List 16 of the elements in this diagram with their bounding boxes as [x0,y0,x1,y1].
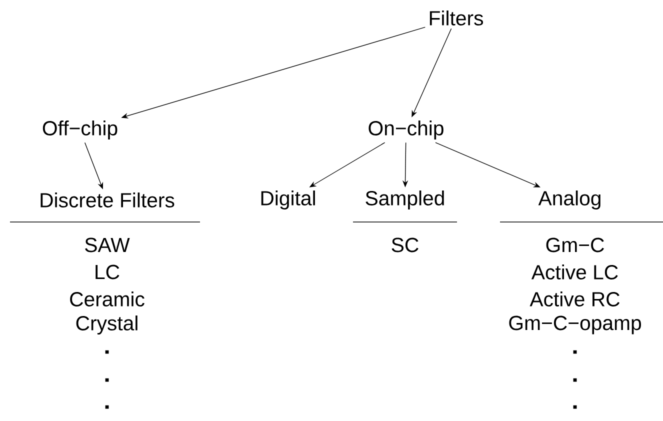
node-label: Discrete Filters [40,192,174,208]
node-label: Off−chip [42,120,118,140]
node-label: On−chip [368,120,444,140]
list-item: Gm−C−opamp [509,316,641,334]
list-item: LC [96,264,120,280]
node-label: Sampled [366,190,444,210]
node-label: Digital [261,190,315,210]
list-item: Crystal [76,316,138,334]
list-item: Active LC [531,264,618,280]
list-item: Ceramic [70,292,144,306]
node-label: Analog [538,190,600,210]
list-item: SAW [85,238,130,252]
list-item: Gm−C [546,238,604,252]
node-label: Filters [430,10,484,26]
list-item: Active RC [530,292,620,306]
list-item: SC [392,238,418,252]
